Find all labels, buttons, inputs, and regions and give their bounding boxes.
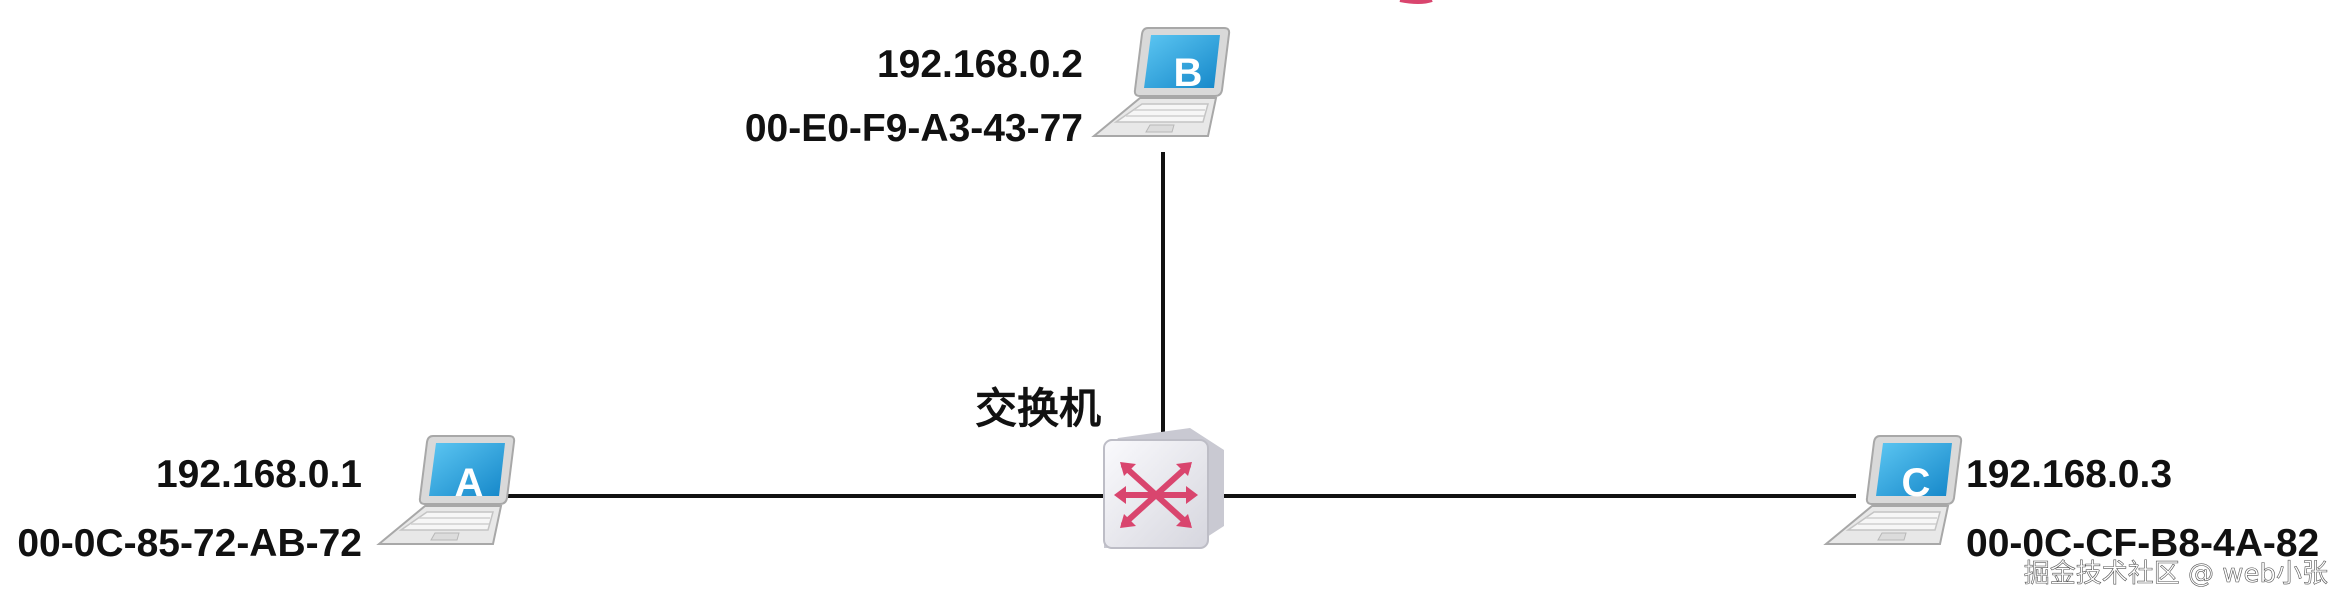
host-c: C 192.168.0.3 00-0C-CF-B8-4A-82 [1825,435,2319,565]
red-arrow-fragment [1399,0,1433,4]
host-a: A 192.168.0.1 00-0C-85-72-AB-72 [17,435,516,565]
host-a-letter: A [455,461,484,505]
connection-lines [495,152,1856,498]
host-c-letter: C [1902,461,1931,505]
host-b-mac: 00-E0-F9-A3-43-77 [745,107,1083,150]
laptop-b-icon [1093,27,1231,137]
laptop-a-icon [378,435,516,545]
host-c-mac: 00-0C-CF-B8-4A-82 [1966,522,2319,565]
switch-node: 交换机 [975,384,1224,549]
watermark-text: 掘金技术社区 @ web小张 [2024,559,2328,589]
switch-icon [1103,428,1224,549]
host-c-ip: 192.168.0.3 [1966,453,2172,496]
host-b-ip: 192.168.0.2 [877,43,1083,86]
host-a-mac: 00-0C-85-72-AB-72 [17,522,362,565]
host-b-letter: B [1174,51,1203,95]
host-a-ip: 192.168.0.1 [156,453,362,496]
switch-label: 交换机 [975,384,1101,433]
host-b: B 192.168.0.2 00-E0-F9-A3-43-77 [745,27,1231,150]
laptop-c-icon [1825,435,1963,545]
